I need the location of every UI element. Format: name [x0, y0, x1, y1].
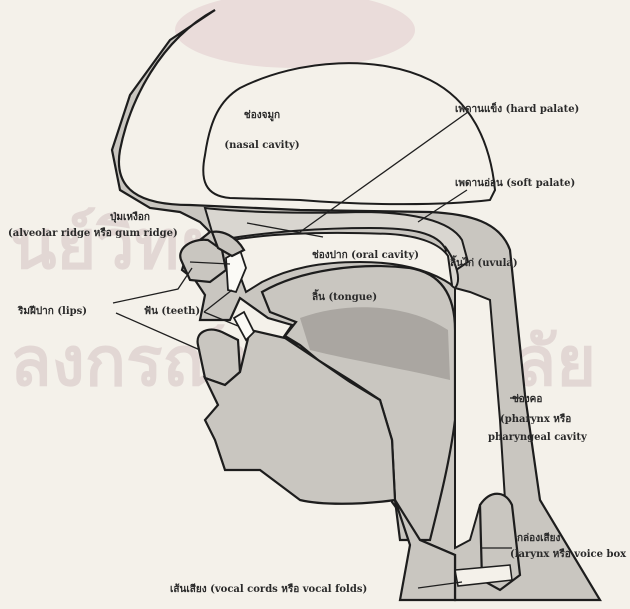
nasal-cavity-region	[203, 63, 495, 204]
label-vocal-cords: เส้นเสียง (vocal cords หรือ vocal folds)	[170, 583, 367, 595]
label-pharynx-en1: (pharynx หรือ	[500, 413, 571, 425]
label-nasal-cavity-en: (nasal cavity)	[224, 140, 299, 151]
label-soft-palate: เพดานอ่อน (soft palate)	[455, 177, 575, 189]
label-lips: ริมฝีปาก (lips)	[17, 305, 87, 317]
label-pharynx-th: ช่องคอ	[512, 393, 542, 405]
label-larynx-th: กล่องเสียง	[517, 532, 560, 544]
label-pharynx-en2: pharyngeal cavity	[488, 432, 588, 443]
label-tongue: ลิ้น (tongue)	[312, 289, 377, 303]
watermark-seal	[175, 0, 415, 68]
label-teeth: ฟัน (teeth)	[144, 305, 200, 317]
label-nasal-cavity-th: ช่องจมูก	[244, 109, 280, 122]
label-alveolar-th: ปุ่มเหงือก	[110, 211, 150, 223]
label-uvula: ลิ้นไก่ (uvula)	[450, 255, 518, 269]
label-hard-palate: เพดานแข็ง (hard palate)	[455, 101, 579, 115]
label-oral-cavity: ช่องปาก (oral cavity)	[312, 249, 419, 261]
label-alveolar-en: (alveolar ridge หรือ gum ridge)	[8, 227, 178, 239]
label-larynx-en: (larynx หรือ voice box	[510, 548, 627, 560]
